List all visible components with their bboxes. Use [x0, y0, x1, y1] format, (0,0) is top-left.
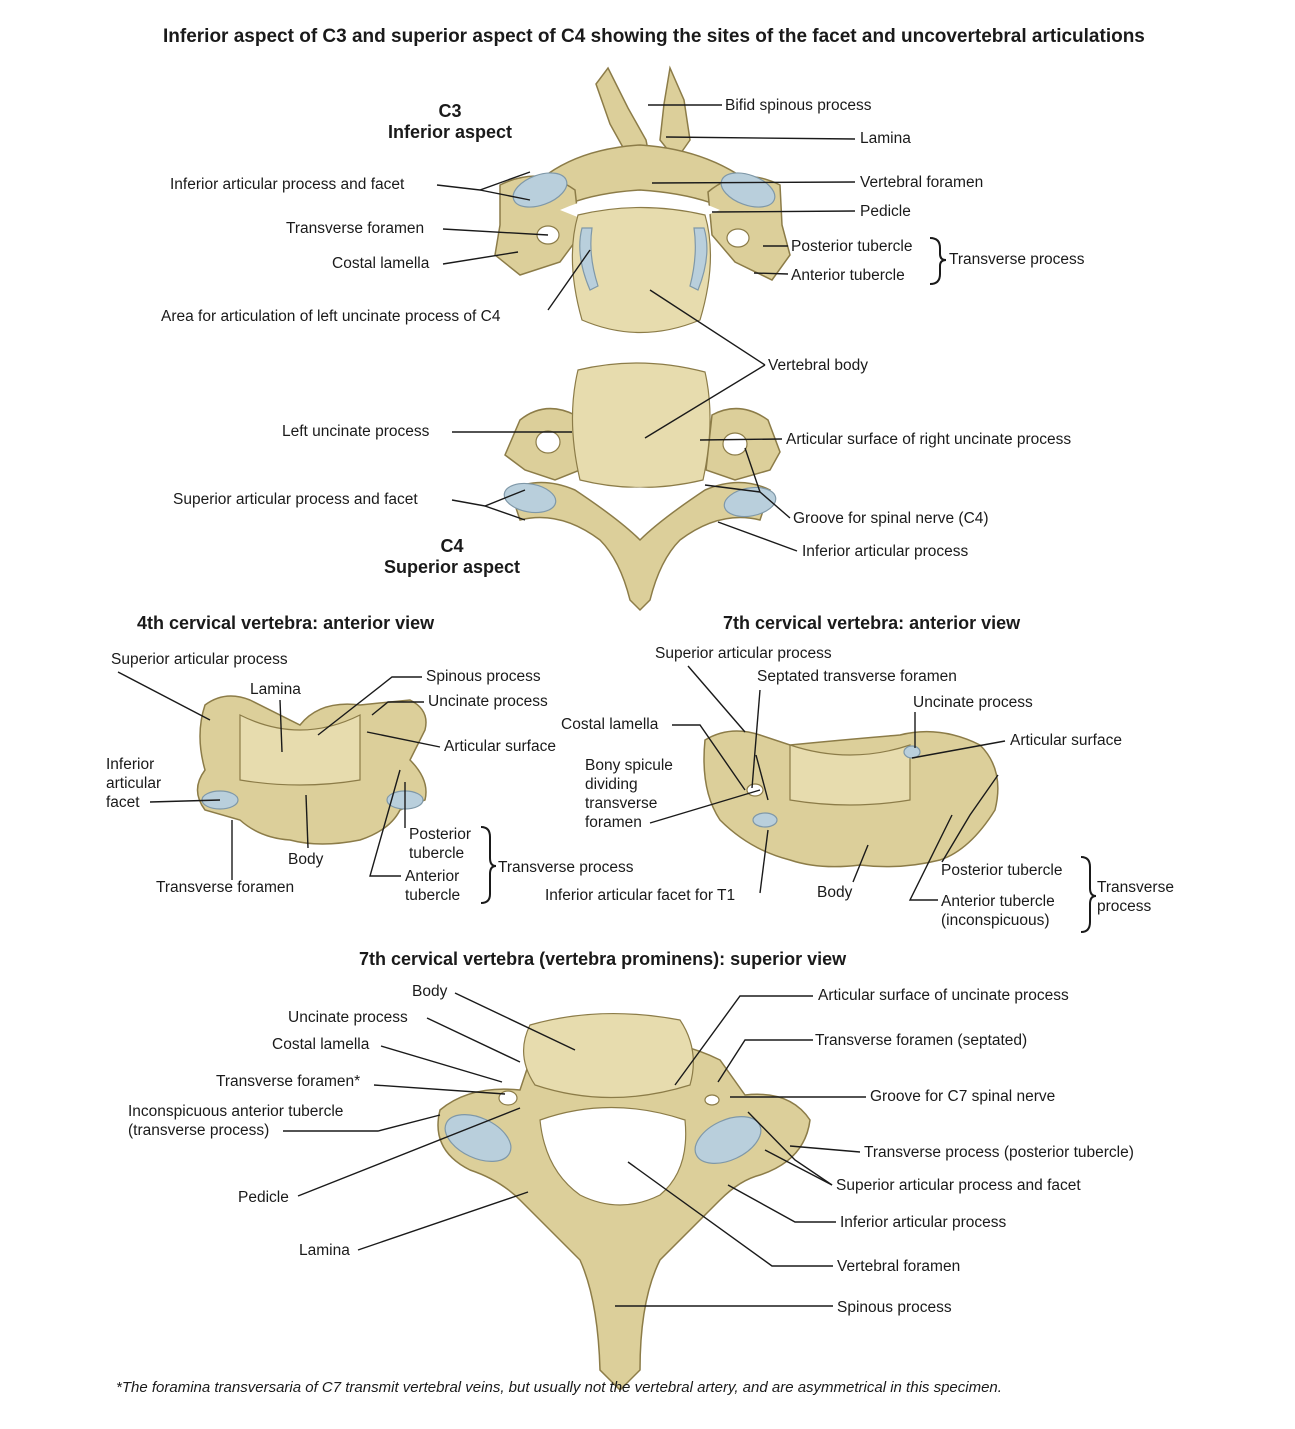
c7-anterior-drawing [703, 730, 999, 868]
label-c7a-posterior-tubercle: Posterior tubercle [941, 862, 1063, 879]
label-c7s-costal-lamella: Costal lamella [272, 1036, 370, 1053]
label-c4-left-uncinate: Left uncinate process [282, 423, 430, 440]
label-c7s-inferior-articular: Inferior articular process [840, 1214, 1007, 1231]
label-c7a-body: Body [817, 884, 853, 901]
c3-heading-line2: Inferior aspect [387, 122, 513, 142]
label-c7a-superior-articular: Superior articular process [655, 645, 832, 662]
label-c4a-lamina: Lamina [250, 681, 301, 698]
label-c7a-articular-surface: Articular surface [1010, 732, 1122, 749]
label-c7a-uncinate: Uncinate process [913, 694, 1033, 711]
label-c7a-inferior-facet-t1: Inferior articular facet for T1 [545, 887, 736, 904]
label-c4a-transverse-foramen: Transverse foramen [156, 879, 295, 896]
label-c7s-transverse-posterior: Transverse process (posterior tubercle) [864, 1144, 1134, 1161]
c4-anterior-heading: 4th cervical vertebra: anterior view [137, 613, 435, 633]
label-c4a-spinous: Spinous process [426, 668, 541, 685]
label-c3-posterior-tubercle: Posterior tubercle [791, 238, 913, 255]
label-c4a-superior-articular: Superior articular process [111, 651, 288, 668]
label-c7s-superior-articular: Superior articular process and facet [836, 1177, 1081, 1194]
footnote: *The foramina transversaria of C7 transm… [116, 1379, 1002, 1396]
c3-heading: C3 Inferior aspect [370, 101, 530, 143]
c4-vertebra-drawing [503, 362, 781, 612]
braces [480, 237, 1097, 933]
label-c4a-inferior-facet: Inferior articular facet [106, 756, 162, 811]
label-c7a-transverse-process: Transverse process [1097, 879, 1174, 915]
c3-vertebra-drawing [494, 65, 791, 334]
leader-lines [117, 104, 1006, 1307]
label-c7a-bony-spicule: Bony spicule dividing transverse foramen [585, 757, 673, 831]
c4-heading-line2: Superior aspect [383, 557, 521, 577]
label-c7s-articular-uncinate: Articular surface of uncinate process [818, 987, 1069, 1004]
label-c3-inferior-articular: Inferior articular process and facet [170, 176, 405, 193]
label-c7s-inconspicuous-anterior: Inconspicuous anterior tubercle (transve… [128, 1103, 344, 1139]
label-c3-bifid-spinous: Bifid spinous process [725, 97, 872, 114]
c4-heading: C4 Superior aspect [372, 536, 532, 578]
label-c4a-articular-surface: Articular surface [444, 738, 556, 755]
label-c4a-transverse-process: Transverse process [498, 859, 634, 876]
label-c3-anterior-tubercle: Anterior tubercle [791, 267, 905, 284]
c7-superior-drawing [437, 1013, 811, 1392]
label-c4a-anterior-tubercle: Anterior tubercle [405, 868, 461, 904]
label-c4-articular-surface-right: Articular surface of right uncinate proc… [786, 431, 1072, 448]
c4-heading-line1: C4 [440, 536, 464, 556]
label-c7s-groove: Groove for C7 spinal nerve [870, 1088, 1056, 1105]
label-c7s-body: Body [412, 983, 448, 1000]
label-c4-superior-articular: Superior articular process and facet [173, 491, 418, 508]
label-c3-pedicle: Pedicle [860, 203, 911, 220]
label-c3-vertebral-foramen: Vertebral foramen [860, 174, 984, 191]
label-c7a-costal-lamella: Costal lamella [561, 716, 659, 733]
label-c4a-body: Body [288, 851, 324, 868]
label-c4a-uncinate: Uncinate process [428, 693, 548, 710]
label-c7s-uncinate: Uncinate process [288, 1009, 408, 1026]
label-c7s-transverse-foramen-star: Transverse foramen* [216, 1073, 361, 1090]
c7-anterior-heading: 7th cervical vertebra: anterior view [723, 613, 1021, 633]
label-c3-costal-lamella: Costal lamella [332, 255, 430, 272]
label-c4-groove: Groove for spinal nerve (C4) [793, 510, 989, 527]
c3-heading-line1: C3 [438, 101, 462, 121]
label-c7a-septated-foramen: Septated transverse foramen [757, 668, 957, 685]
label-c7s-vertebral-foramen: Vertebral foramen [837, 1258, 961, 1275]
label-c3-lamina: Lamina [860, 130, 911, 147]
page-title: Inferior aspect of C3 and superior aspec… [163, 26, 1145, 47]
label-c4a-posterior-tubercle: Posterior tubercle [409, 826, 472, 862]
label-c4-inferior-articular: Inferior articular process [802, 543, 969, 560]
label-c7s-lamina: Lamina [299, 1242, 350, 1259]
label-c3-transverse-foramen: Transverse foramen [286, 220, 425, 237]
label-c7s-transverse-foramen-septated: Transverse foramen (septated) [815, 1032, 1028, 1049]
label-c7s-spinous: Spinous process [837, 1299, 952, 1316]
c7-superior-heading: 7th cervical vertebra (vertebra prominen… [359, 949, 847, 969]
label-c3-transverse-process: Transverse process [949, 251, 1085, 268]
label-c3-area-uncinate: Area for articulation of left uncinate p… [161, 308, 501, 325]
label-c7s-pedicle: Pedicle [238, 1189, 289, 1206]
label-vertebral-body: Vertebral body [768, 357, 868, 374]
label-c7a-anterior-tubercle: Anterior tubercle (inconspicuous) [941, 893, 1055, 929]
